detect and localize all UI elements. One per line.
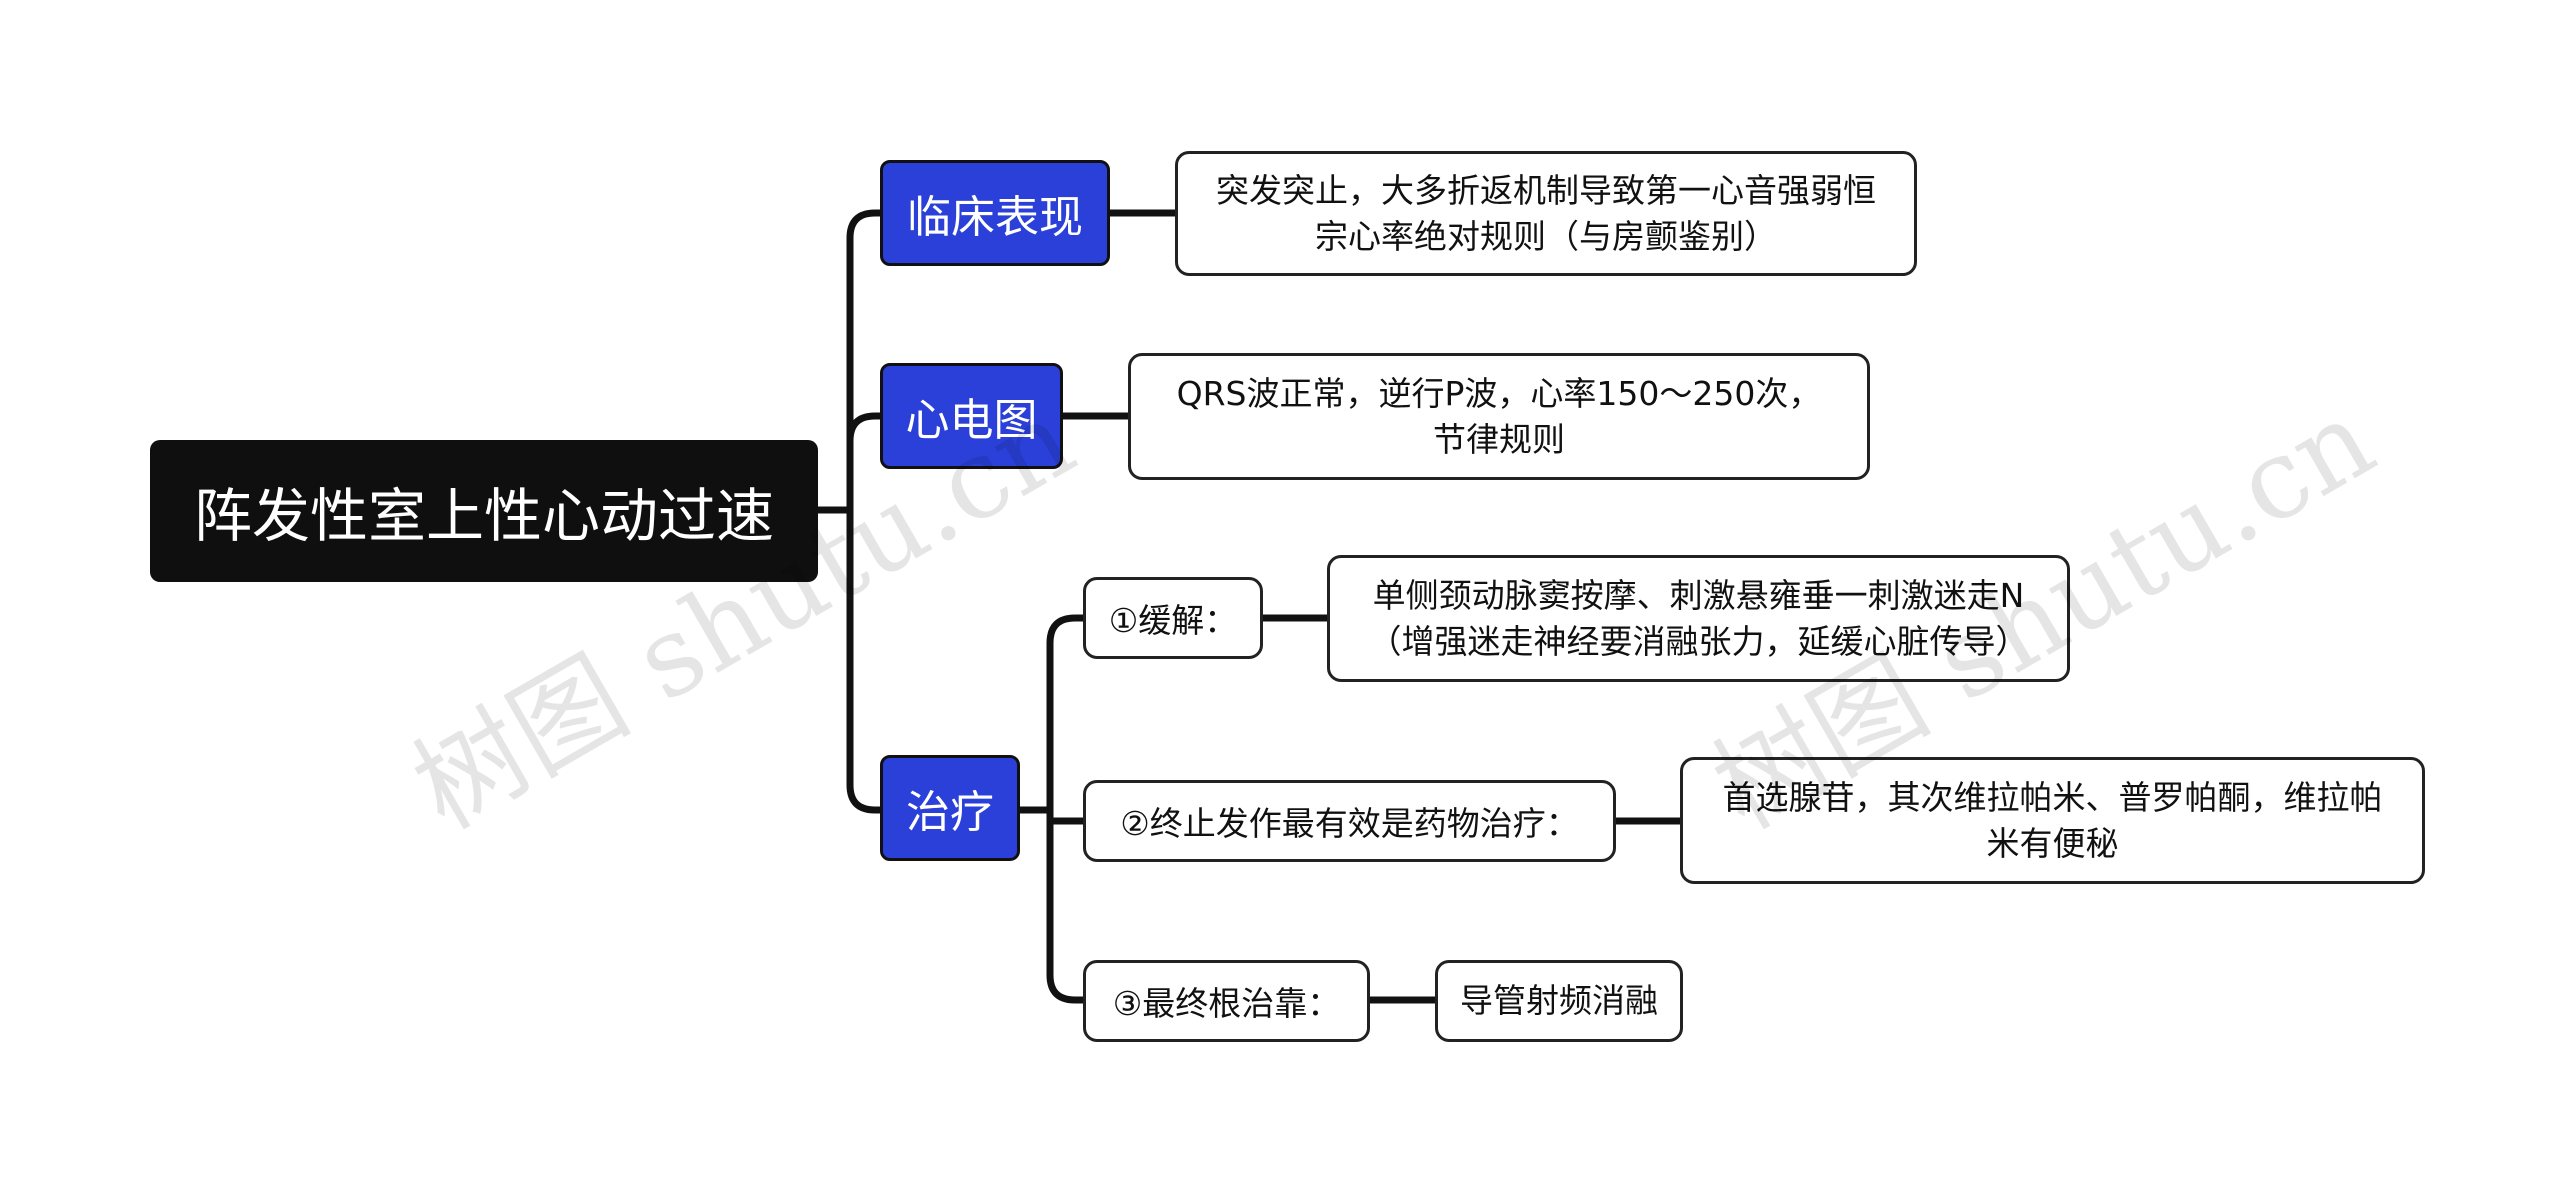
root-topic-label: 阵发性室上性心动过速: [193, 482, 774, 550]
branch-clinical-label: 临床表现: [907, 192, 1083, 243]
root-topic[interactable]: 阵发性室上性心动过速: [150, 440, 818, 582]
detail-ecg-line-2: 节律规则: [1433, 419, 1565, 459]
treatment-item-cure-label: ③最终根治靠：: [1112, 984, 1341, 1023]
detail-clinical-line-1: 突发突止，大多折返机制导致第一心音强弱恒: [1216, 170, 1876, 210]
detail-relief[interactable]: 单侧颈动脉窦按摩、刺激悬雍垂一刺激迷走N （增强迷走神经要消融张力，延缓心脏传导…: [1327, 555, 2070, 682]
detail-ecg-line-1: QRS波正常，逆行P波，心率150～250次，: [1176, 373, 1822, 413]
treatment-item-cure[interactable]: ③最终根治靠：: [1083, 960, 1370, 1042]
connector-trunk-treatment: [846, 506, 884, 814]
treatment-item-termination[interactable]: ②终止发作最有效是药物治疗：: [1083, 780, 1616, 862]
connector-treatment-item3: [1046, 806, 1087, 1004]
treatment-item-relief-label: ①缓解：: [1108, 601, 1238, 640]
detail-ecg[interactable]: QRS波正常，逆行P波，心率150～250次， 节律规则: [1128, 353, 1870, 480]
branch-treatment[interactable]: 治疗: [880, 755, 1020, 861]
detail-clinical[interactable]: 突发突止，大多折返机制导致第一心音强弱恒 宗心率绝对规则（与房颤鉴别）: [1175, 151, 1917, 276]
treatment-item-relief[interactable]: ①缓解：: [1083, 577, 1263, 659]
branch-ecg-label: 心电图: [905, 395, 1038, 446]
connector-treatment-item2: [1046, 806, 1087, 825]
detail-cure-line-1: 导管射频消融: [1460, 981, 1658, 1020]
branch-ecg[interactable]: 心电图: [880, 363, 1063, 469]
detail-termination[interactable]: 首选腺苷，其次维拉帕米、普罗帕酮，维拉帕 米有便秘: [1680, 757, 2425, 884]
treatment-item-termination-label: ②终止发作最有效是药物治疗：: [1120, 804, 1579, 843]
detail-clinical-line-2: 宗心率绝对规则（与房颤鉴别）: [1315, 216, 1777, 256]
branch-clinical[interactable]: 临床表现: [880, 160, 1110, 266]
connector-trunk-ecg: [846, 412, 884, 514]
detail-termination-line-1: 首选腺苷，其次维拉帕米、普罗帕酮，维拉帕: [1722, 777, 2383, 817]
connector-trunk-clinical: [846, 209, 884, 514]
detail-termination-line-2: 米有便秘: [1986, 823, 2119, 863]
detail-relief-line-2: （增强迷走神经要消融张力，延缓心脏传导）: [1368, 621, 2029, 661]
detail-cure[interactable]: 导管射频消融: [1435, 960, 1683, 1042]
connector-treatment-item1: [1046, 614, 1087, 814]
branch-treatment-label: 治疗: [906, 787, 994, 838]
detail-relief-line-1: 单侧颈动脉窦按摩、刺激悬雍垂一刺激迷走N: [1372, 575, 2025, 615]
